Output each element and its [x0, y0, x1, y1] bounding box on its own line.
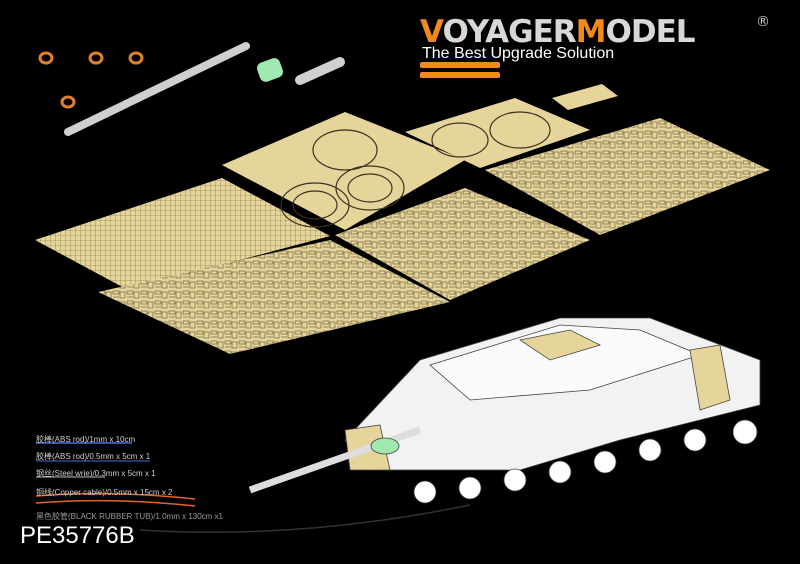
- circle-details: [280, 129, 405, 228]
- brand-tagline: The Best Upgrade Solution: [422, 45, 615, 62]
- pe-sheet-large: [98, 240, 450, 354]
- spec-line: 黑色胶管(BLACK RUBBER TUB)/1.0mm x 130cm x1: [36, 512, 224, 521]
- brand-logo: VOYAGERMODEL: [420, 14, 696, 50]
- pe-sheet-top: [405, 98, 590, 168]
- green-sleeve-part: [256, 58, 284, 82]
- pe-sheet-engine: [335, 188, 590, 300]
- pe-sheet-right: [485, 118, 770, 235]
- muzzle-part: [295, 57, 345, 85]
- pe-sheet-small: [552, 84, 618, 110]
- pe-sheet-grid: [35, 178, 330, 290]
- orange-small-parts: [420, 62, 500, 78]
- gun-barrel-part: [64, 42, 250, 136]
- tank-drawing: [248, 317, 761, 504]
- spec-line: 铜线(Copper cable)/0.5mm x 15cm x 2: [36, 488, 173, 497]
- spec-line: 钢丝(Steel wrie)/0.3mm x 5cm x 1: [36, 469, 156, 478]
- orange-rings: [38, 51, 144, 109]
- spec-line: 胶棒(ABS rod)/1mm x 10cm: [36, 435, 136, 444]
- product-code: PE35776B: [20, 522, 135, 549]
- spec-line: 胶棒(ABS rod)/0.5mm x 5cm x 1: [36, 452, 151, 461]
- pe-sheet-circles: [222, 112, 465, 230]
- registered-mark: ®: [756, 14, 770, 30]
